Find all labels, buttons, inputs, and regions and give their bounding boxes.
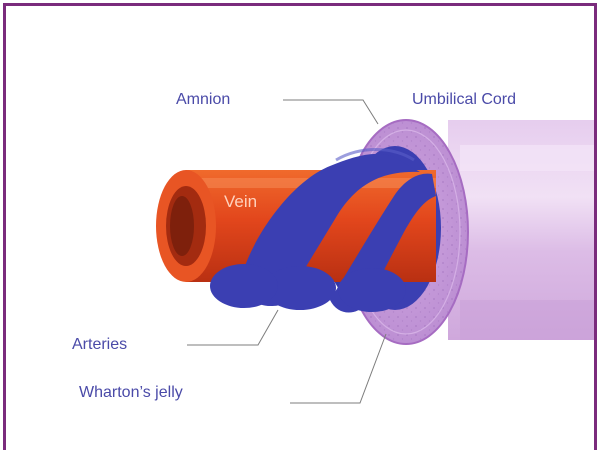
vein-label: Vein xyxy=(224,193,257,210)
arteries-leader-line xyxy=(187,310,278,345)
arteries-label: Arteries xyxy=(72,337,127,353)
umbilical-cord-label: Umbilical Cord xyxy=(412,92,516,108)
whartons-jelly-label: Wharton’s jelly xyxy=(79,385,183,401)
whartons-jelly-leader-line xyxy=(290,334,386,403)
umbilical-cord-tube xyxy=(448,120,594,340)
amnion-label: Amnion xyxy=(176,92,230,108)
amnion-leader-line xyxy=(283,100,378,124)
